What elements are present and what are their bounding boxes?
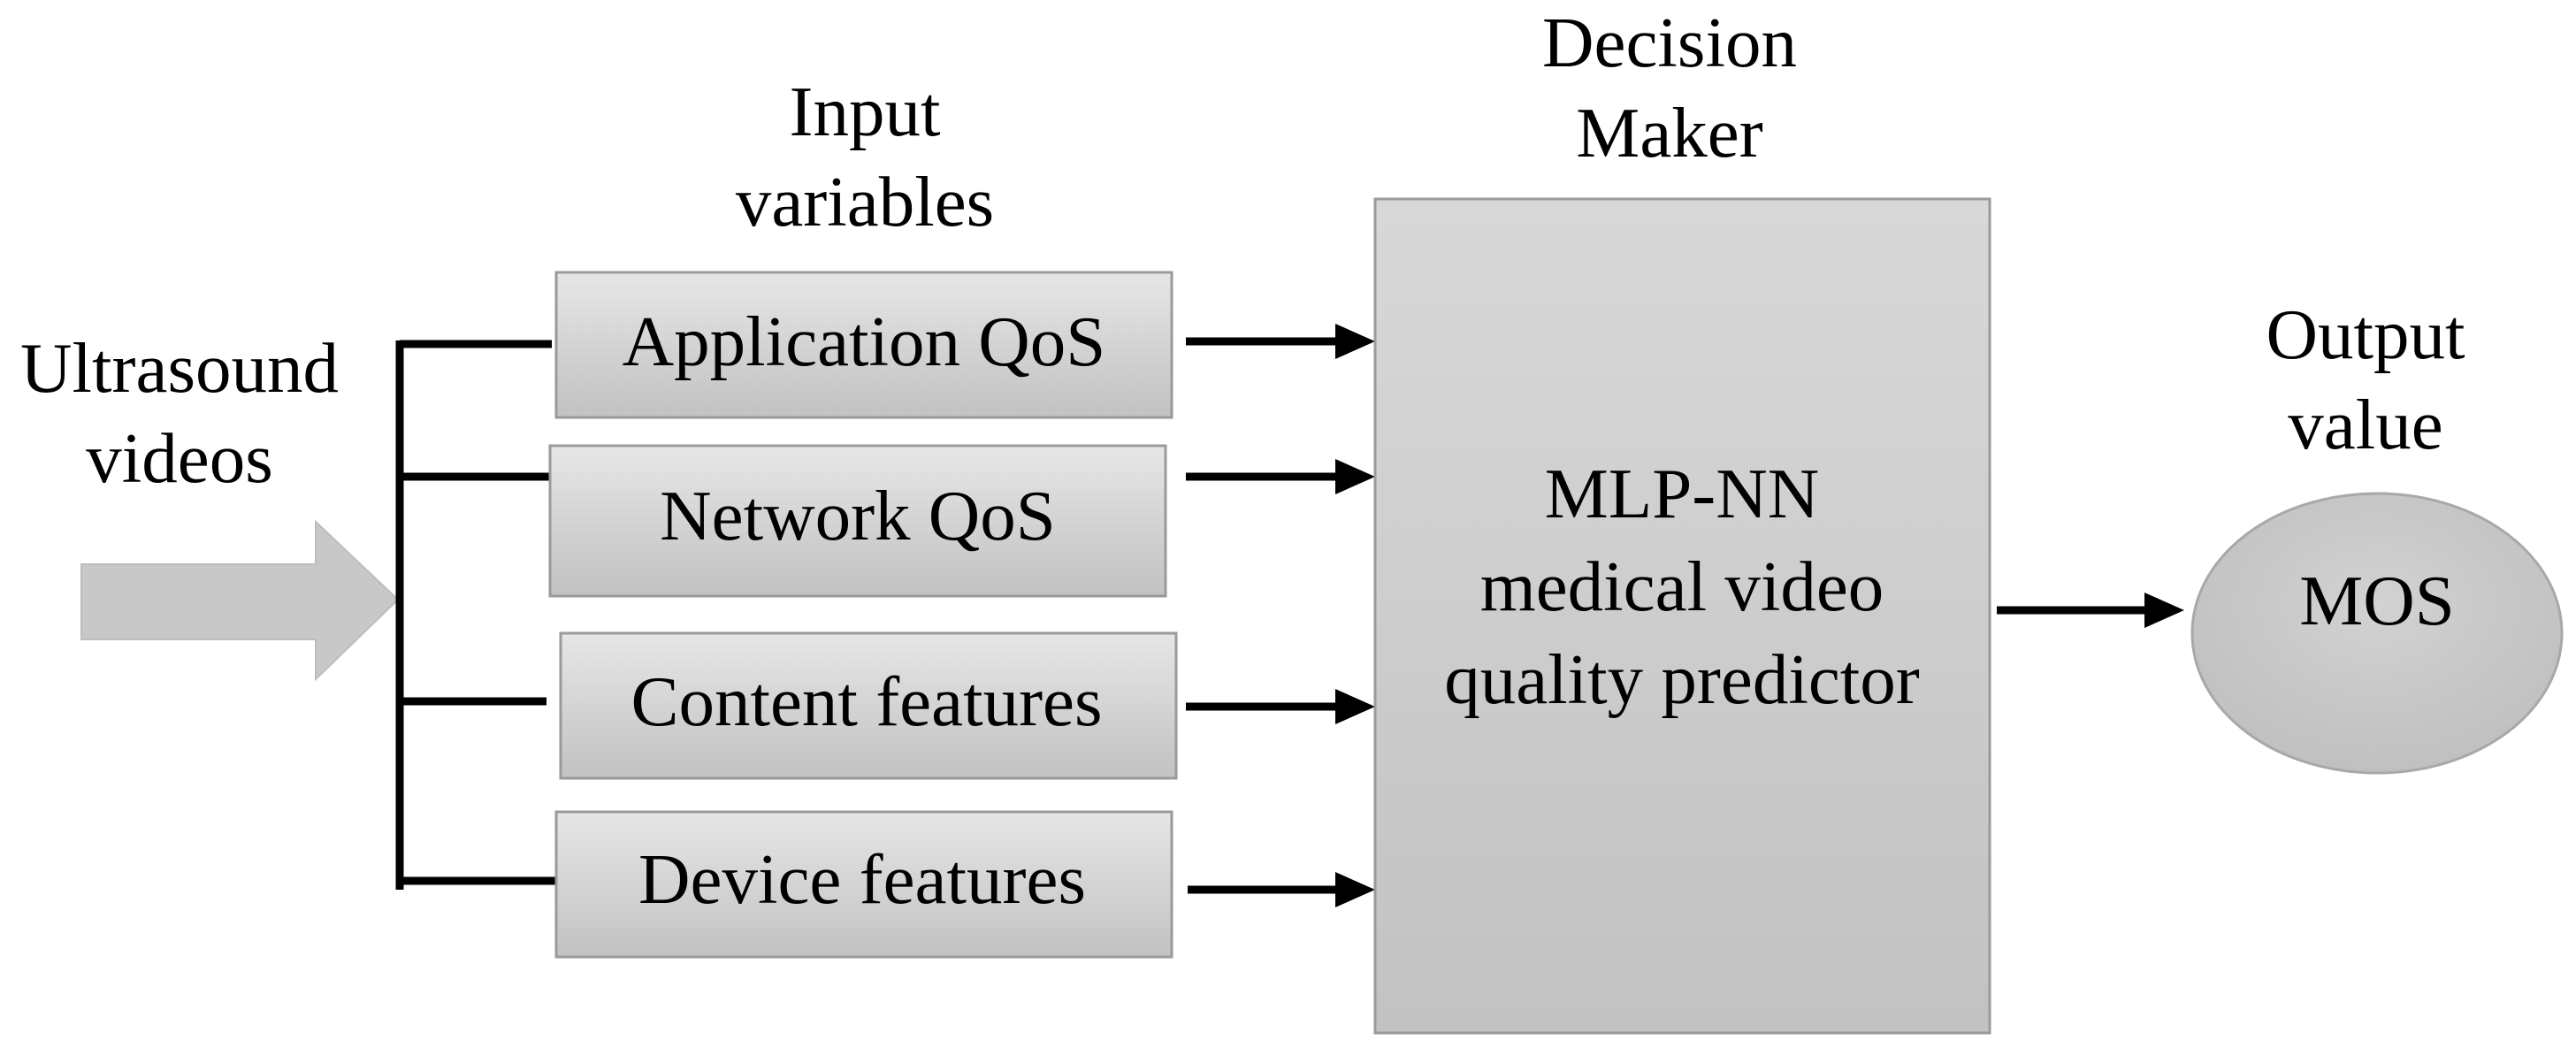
input-bracket [395, 340, 564, 890]
decision-maker-heading-line-1: Decision [1542, 3, 1797, 82]
arrow-network-to-predictor [1186, 459, 1375, 494]
input-item-label: Application QoS [623, 302, 1106, 381]
input-variables-heading-line-2: variables [736, 162, 994, 241]
source-label-line-1: Ultrasound [20, 328, 339, 408]
predictor-label-line-1: MLP-NN [1545, 454, 1820, 533]
predictor-label-line-2: medical video [1480, 547, 1884, 626]
output-oval: MOS [2190, 492, 2564, 775]
input-flow-arrow [80, 519, 400, 682]
predictor-box: MLP-NN medical video quality predictor [1373, 197, 1991, 1035]
input-item-label: Device features [638, 839, 1086, 919]
arrow-application-to-predictor [1186, 324, 1375, 359]
source-label-line-2: videos [86, 418, 272, 498]
input-item-network-qos: Network QoS [548, 444, 1167, 598]
input-item-application-qos: Application QoS [554, 271, 1173, 419]
input-item-label: Content features [631, 662, 1102, 741]
arrow-device-to-predictor [1188, 872, 1375, 907]
arrow-predictor-to-output [1997, 593, 2184, 628]
arrow-content-to-predictor [1186, 689, 1375, 724]
output-heading-line-2: value [2288, 385, 2442, 464]
output-heading-line-1: Output [2266, 295, 2465, 374]
predictor-label-line-3: quality predictor [1444, 639, 1920, 719]
input-item-device-features: Device features [554, 810, 1173, 959]
input-variables-heading-line-1: Input [790, 72, 941, 151]
decision-maker-heading-line-2: Maker [1576, 93, 1762, 172]
input-item-label: Network QoS [660, 476, 1056, 555]
output-label: MOS [2299, 561, 2455, 640]
input-item-content-features: Content features [559, 631, 1178, 780]
